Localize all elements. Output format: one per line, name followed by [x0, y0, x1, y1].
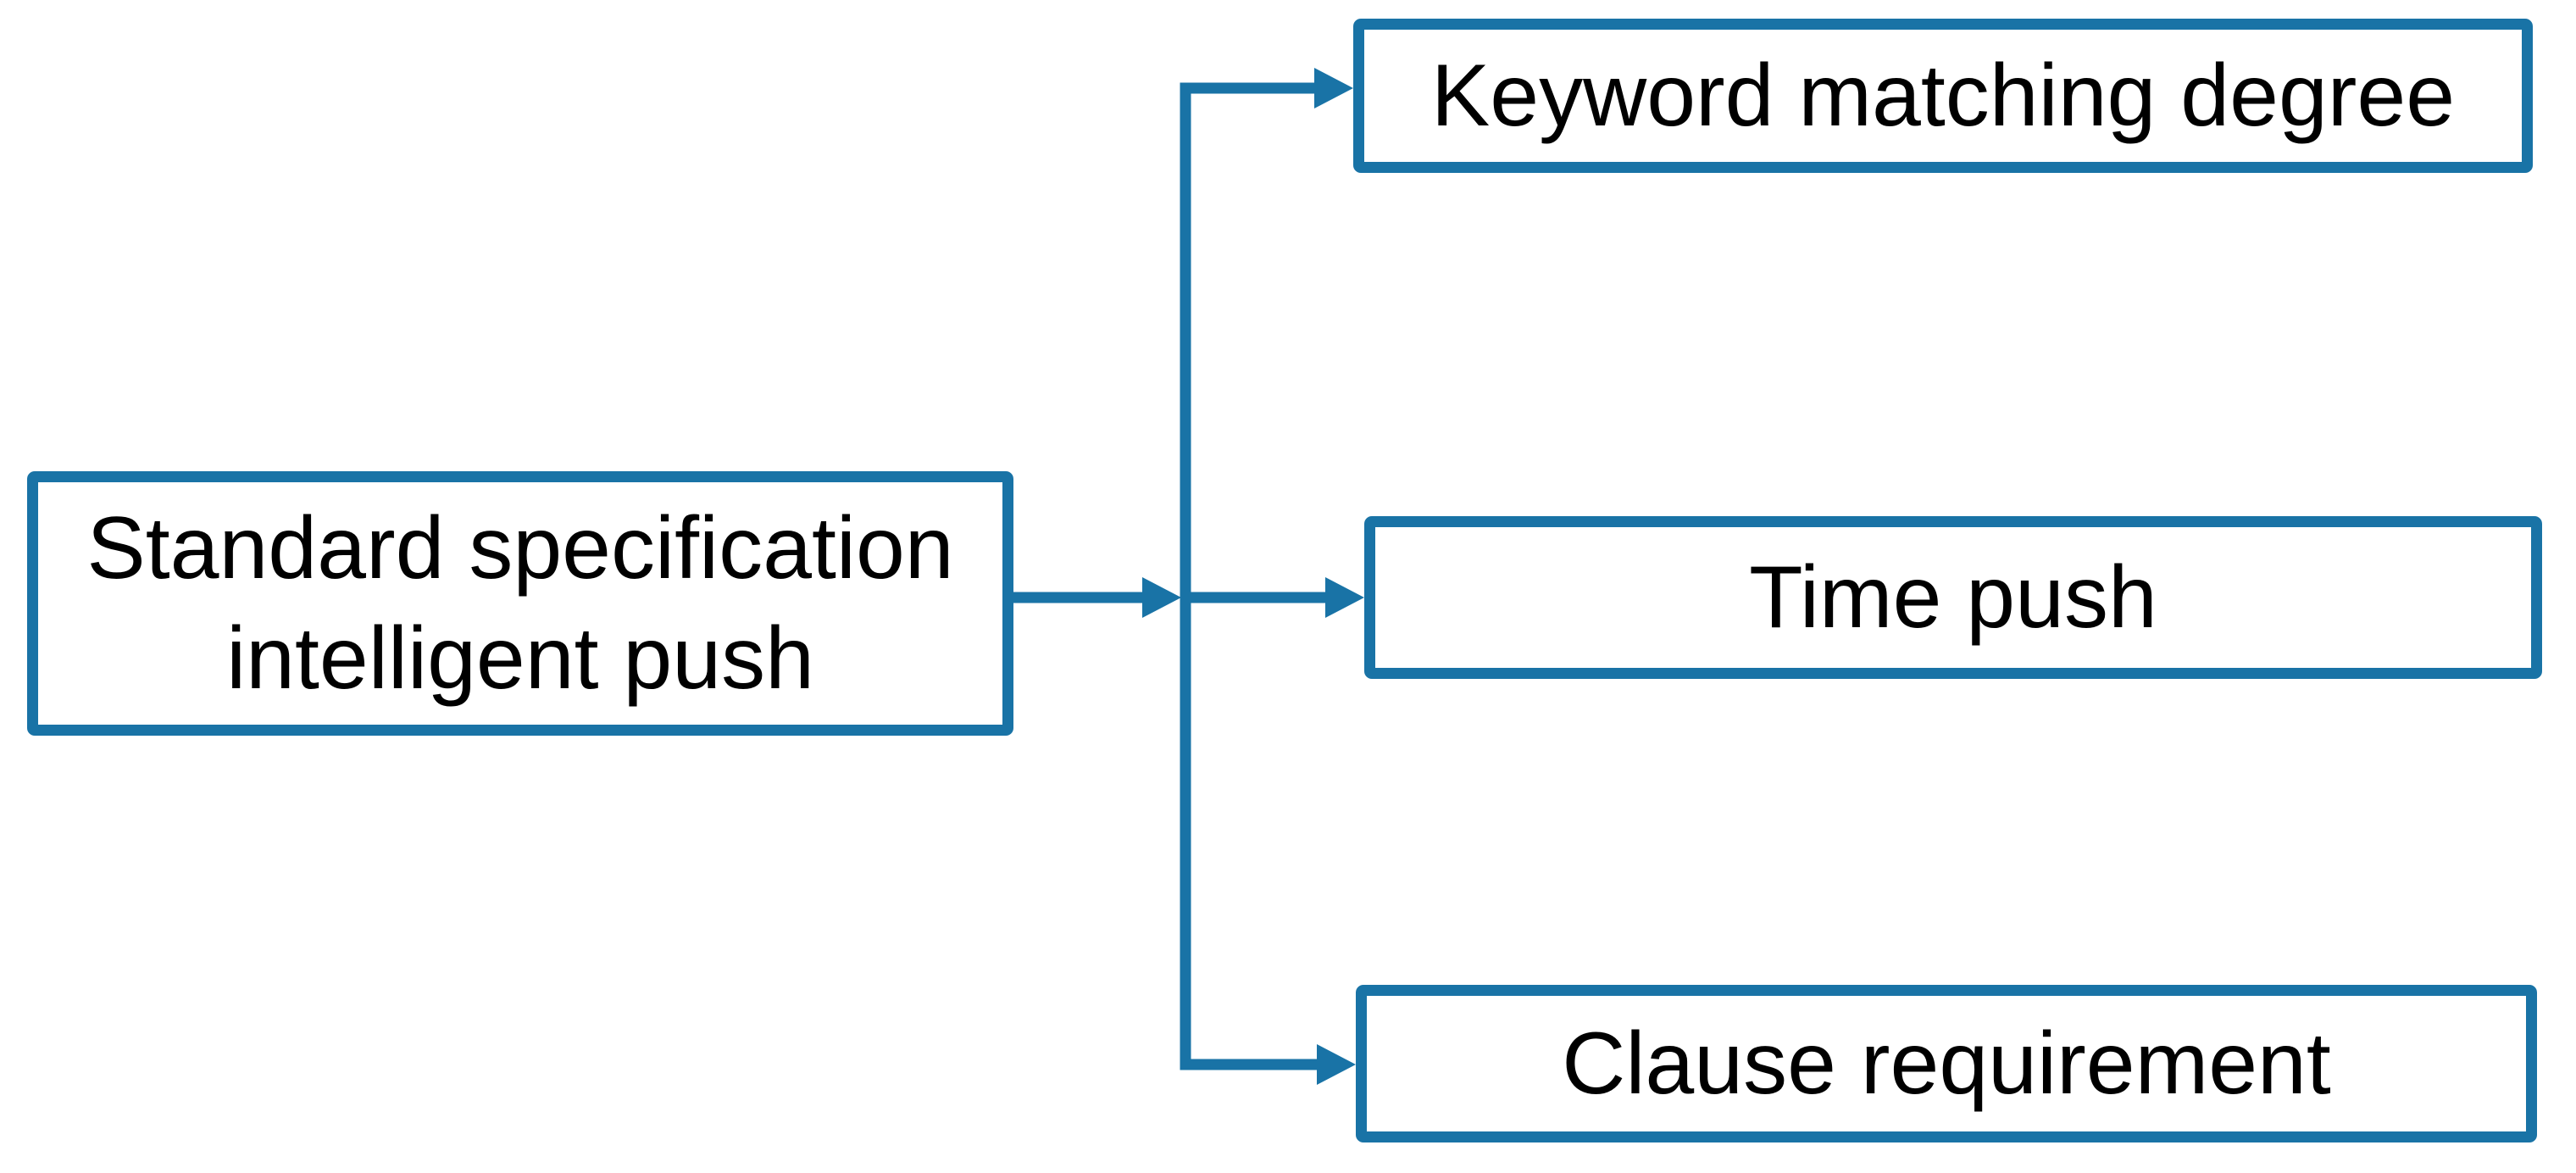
node-root-label: Standard specification intelligent push [86, 493, 953, 714]
node-clause-requirement-label: Clause requirement [1562, 1015, 2331, 1113]
node-keyword-matching-degree-label: Keyword matching degree [1430, 47, 2456, 145]
node-clause-requirement: Clause requirement [1356, 985, 2537, 1142]
node-root-label-line2: intelligent push [226, 609, 814, 708]
node-time-push-label: Time push [1749, 548, 2157, 647]
arrowhead-right-icon [1314, 68, 1353, 108]
arrowhead-right-icon [1325, 577, 1364, 618]
node-keyword-matching-degree: Keyword matching degree [1353, 19, 2533, 173]
node-time-push: Time push [1364, 516, 2542, 679]
node-root-label-line1: Standard specification [86, 499, 954, 598]
node-standard-specification-intelligent-push: Standard specification intelligent push [27, 471, 1013, 736]
arrowhead-right-icon [1142, 577, 1181, 618]
arrowhead-right-icon [1317, 1044, 1356, 1085]
